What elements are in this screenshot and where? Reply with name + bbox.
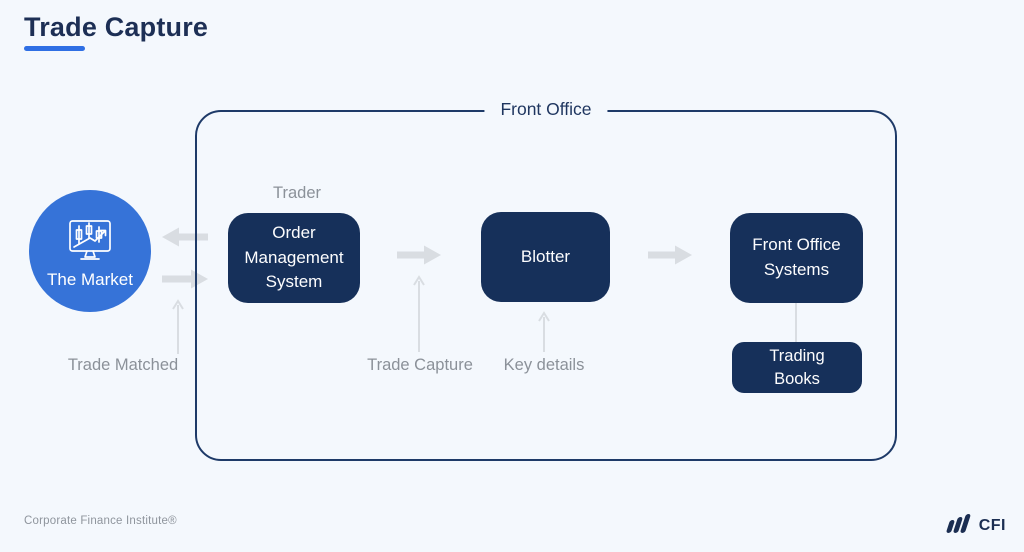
fos-books-connector bbox=[795, 303, 797, 342]
market-inbound-arrow-icon bbox=[162, 227, 208, 247]
trading-books-node: Trading Books bbox=[732, 342, 862, 393]
key-details-arrow-icon bbox=[537, 311, 551, 353]
footer-attribution: Corporate Finance Institute® bbox=[24, 515, 177, 527]
blotter-node: Blotter bbox=[481, 212, 610, 302]
market-outbound-arrow-icon bbox=[162, 269, 208, 289]
cfi-logo: CFI bbox=[944, 511, 1006, 540]
page-title: Trade Capture bbox=[24, 12, 209, 42]
cfi-logo-text: CFI bbox=[978, 516, 1006, 534]
key-details-annotation: Key details bbox=[503, 356, 585, 374]
trade-matched-annotation: Trade Matched bbox=[67, 356, 179, 374]
cfi-logo-bars-icon bbox=[944, 511, 974, 540]
front-office-label: Front Office bbox=[484, 99, 608, 120]
market-monitor-candlestick-icon bbox=[64, 218, 116, 269]
market-label: The Market bbox=[47, 270, 133, 289]
order-management-system-node: Order Management System bbox=[228, 213, 360, 303]
title-underline bbox=[24, 46, 85, 51]
trade-capture-arrow-icon bbox=[412, 275, 426, 353]
front-office-systems-node: Front Office Systems bbox=[730, 213, 863, 303]
trade-capture-annotation: Trade Capture bbox=[367, 356, 473, 374]
trade-matched-arrow-icon bbox=[171, 299, 185, 355]
oms-to-blotter-arrow-icon bbox=[397, 245, 441, 265]
trader-annotation: Trader bbox=[273, 184, 321, 202]
the-market-node: The Market bbox=[29, 190, 151, 312]
blotter-to-fos-arrow-icon bbox=[648, 245, 692, 265]
